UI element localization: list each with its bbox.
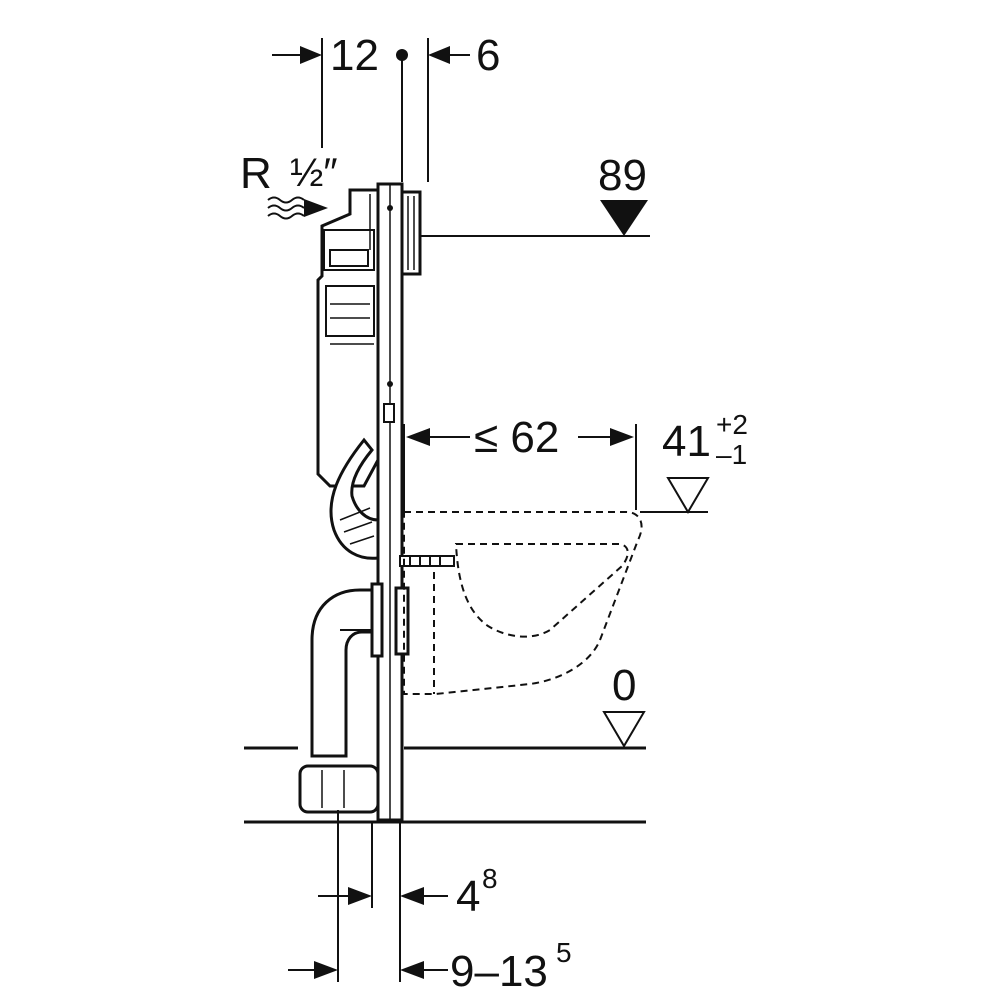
water-inlet-arrow: [304, 199, 328, 217]
dim-projection: ≤ 62: [474, 413, 559, 462]
mounting-stud: [399, 555, 455, 567]
pipe-label-size: ½″: [290, 151, 338, 195]
dim-bottom-first-sup: 8: [482, 863, 498, 894]
level-marker-0: [602, 711, 646, 748]
water-inlet-icon: [267, 196, 305, 220]
axis-dot: [396, 49, 408, 61]
top-left-arrow: [300, 46, 322, 64]
dim-bottom-first: 4: [456, 872, 480, 921]
installation-frame: [316, 182, 422, 822]
dim-seat-height: 41: [662, 417, 711, 466]
projection-arrow-right: [610, 428, 634, 446]
dim-bottom-second: 9–13: [450, 947, 548, 996]
drain-pipe: [298, 588, 380, 814]
bottom-arrow-1-left: [348, 887, 372, 905]
dim-seat-tol-plus: +2: [716, 409, 748, 440]
flush-bend: [329, 437, 380, 560]
dim-seat-tol-minus: –1: [716, 439, 747, 470]
bottom-arrow-2-right: [400, 961, 424, 979]
dim-floor-level: 0: [612, 661, 636, 710]
bottom-arrow-1-right: [400, 887, 424, 905]
frame-slot-1: [383, 403, 395, 423]
actuator-plate: [400, 190, 422, 276]
dim-bottom-second-sup: 5: [556, 937, 572, 968]
dim-height-89: 89: [598, 151, 647, 200]
toilet-bowl-outline: [403, 511, 643, 695]
dim-top-right: 6: [476, 31, 500, 80]
pipe-label-r: R: [240, 149, 272, 198]
projection-arrow-left: [406, 428, 430, 446]
frame-hole-1: [387, 381, 393, 387]
floor-lines: [244, 746, 646, 824]
dim-top-left: 12: [330, 31, 379, 80]
frame-hole-2: [387, 205, 393, 211]
level-marker-41: [666, 477, 710, 514]
bottom-arrow-2-left: [314, 961, 338, 979]
level-marker-89: [600, 200, 648, 236]
top-right-arrow: [428, 46, 450, 64]
top-dimension: [272, 38, 470, 182]
